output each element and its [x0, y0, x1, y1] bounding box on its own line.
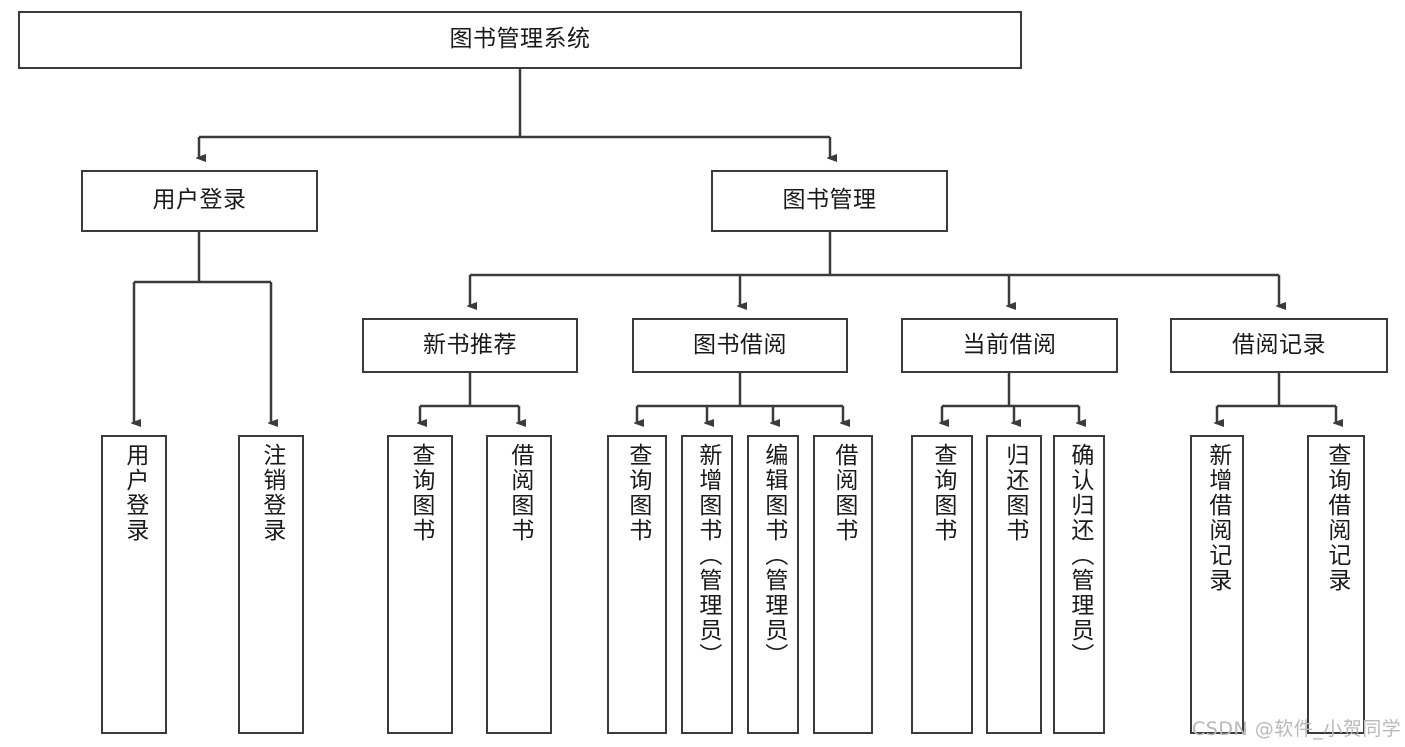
node-borrow-record-label: 借阅记录	[1232, 331, 1326, 358]
node-leaf-add-borrow-record[interactable]: 新增借阅记录	[1190, 435, 1244, 734]
node-leaf-logout-login-label: 注销登录	[258, 443, 285, 543]
node-book-borrow[interactable]: 图书借阅	[632, 318, 848, 373]
node-book-management[interactable]: 图书管理	[711, 170, 948, 232]
node-leaf-user-login[interactable]: 用户登录	[101, 435, 167, 734]
node-root-label: 图书管理系统	[449, 26, 591, 53]
node-leaf-add-book-admin[interactable]: 新增图书（管理员）	[681, 435, 733, 734]
node-leaf-return-book-label: 归还图书	[1001, 443, 1028, 543]
node-leaf-confirm-return-admin-label: 确认归还（管理员）	[1066, 443, 1093, 668]
node-leaf-query-book-borrow-label: 查询图书	[624, 443, 651, 543]
node-current-borrow[interactable]: 当前借阅	[901, 318, 1118, 373]
node-leaf-borrow-book[interactable]: 借阅图书	[813, 435, 873, 734]
node-leaf-query-book-recommend[interactable]: 查询图书	[387, 435, 453, 734]
node-leaf-query-book-borrow[interactable]: 查询图书	[607, 435, 667, 734]
node-leaf-borrow-book-recommend[interactable]: 借阅图书	[486, 435, 552, 734]
node-root[interactable]: 图书管理系统	[18, 11, 1022, 69]
node-leaf-borrow-book-label: 借阅图书	[830, 443, 857, 543]
node-borrow-record[interactable]: 借阅记录	[1170, 318, 1388, 373]
node-leaf-user-login-label: 用户登录	[121, 443, 148, 543]
node-leaf-edit-book-admin[interactable]: 编辑图书（管理员）	[747, 435, 799, 734]
node-leaf-query-borrow-record-label: 查询借阅记录	[1323, 443, 1350, 593]
node-new-book-recommend-label: 新书推荐	[423, 331, 517, 358]
node-book-borrow-label: 图书借阅	[693, 331, 787, 358]
node-leaf-add-borrow-record-label: 新增借阅记录	[1204, 443, 1231, 593]
node-leaf-confirm-return-admin[interactable]: 确认归还（管理员）	[1053, 435, 1105, 734]
node-leaf-edit-book-admin-label: 编辑图书（管理员）	[760, 443, 787, 668]
node-leaf-add-book-admin-label: 新增图书（管理员）	[694, 443, 721, 668]
node-leaf-return-book[interactable]: 归还图书	[986, 435, 1042, 734]
node-current-borrow-label: 当前借阅	[962, 331, 1057, 358]
node-leaf-query-borrow-record[interactable]: 查询借阅记录	[1307, 435, 1365, 734]
node-leaf-logout-login[interactable]: 注销登录	[238, 435, 304, 734]
node-leaf-borrow-book-recommend-label: 借阅图书	[506, 443, 533, 543]
csdn-watermark: CSDN @软件_小贺同学	[1192, 718, 1402, 740]
node-leaf-query-book-current-label: 查询图书	[929, 443, 956, 543]
node-leaf-query-book-recommend-label: 查询图书	[407, 443, 434, 543]
node-user-login-label: 用户登录	[152, 187, 247, 214]
node-user-login[interactable]: 用户登录	[81, 170, 318, 232]
node-book-management-label: 图书管理	[782, 187, 877, 214]
node-leaf-query-book-current[interactable]: 查询图书	[911, 435, 973, 734]
node-new-book-recommend[interactable]: 新书推荐	[362, 318, 578, 373]
